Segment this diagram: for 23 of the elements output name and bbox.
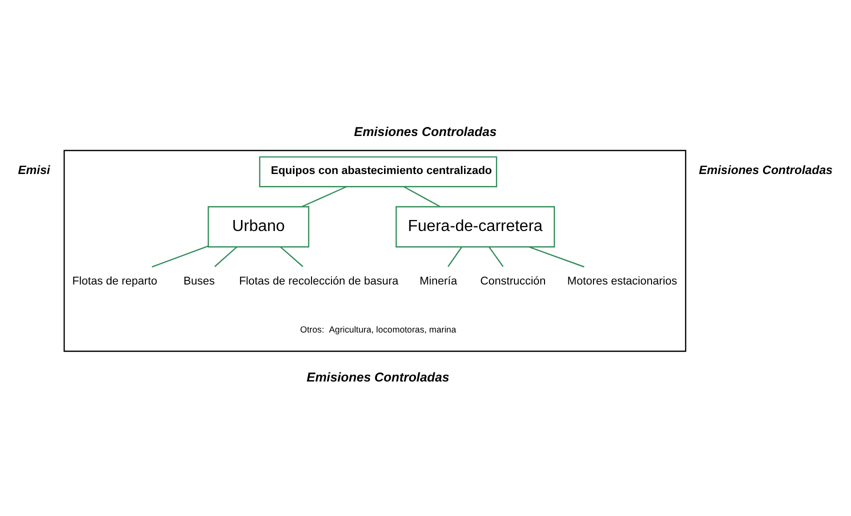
node-box: Equipos con abastecimiento centralizado [259, 156, 498, 187]
connector [404, 186, 440, 207]
connector [448, 246, 462, 266]
node-text: Construcción [480, 274, 546, 287]
connector [214, 246, 238, 267]
node-text: Flotas de recolección de basura [239, 274, 398, 287]
connector [528, 246, 584, 267]
label: Emisiones Controladas [698, 162, 833, 176]
node-box: Fuera-de-carretera [396, 206, 555, 247]
caption: Emisiones Controladas [306, 369, 450, 384]
diagram-title: Emisiones Controladas [354, 123, 497, 138]
cluster [64, 149, 686, 352]
connector [488, 246, 504, 266]
label: Emisi [18, 162, 50, 176]
connector [302, 186, 347, 207]
node-text: Buses [183, 274, 215, 287]
node-text: Flotas de reparto [72, 274, 158, 287]
connector [280, 246, 304, 267]
node-text: Motores estacionarios [567, 274, 678, 287]
connector [152, 245, 208, 267]
node-box: Urbano [208, 206, 310, 247]
node-text: Minería [420, 274, 458, 287]
label: Otros: Agricultura, locomotoras, marina [300, 324, 456, 334]
